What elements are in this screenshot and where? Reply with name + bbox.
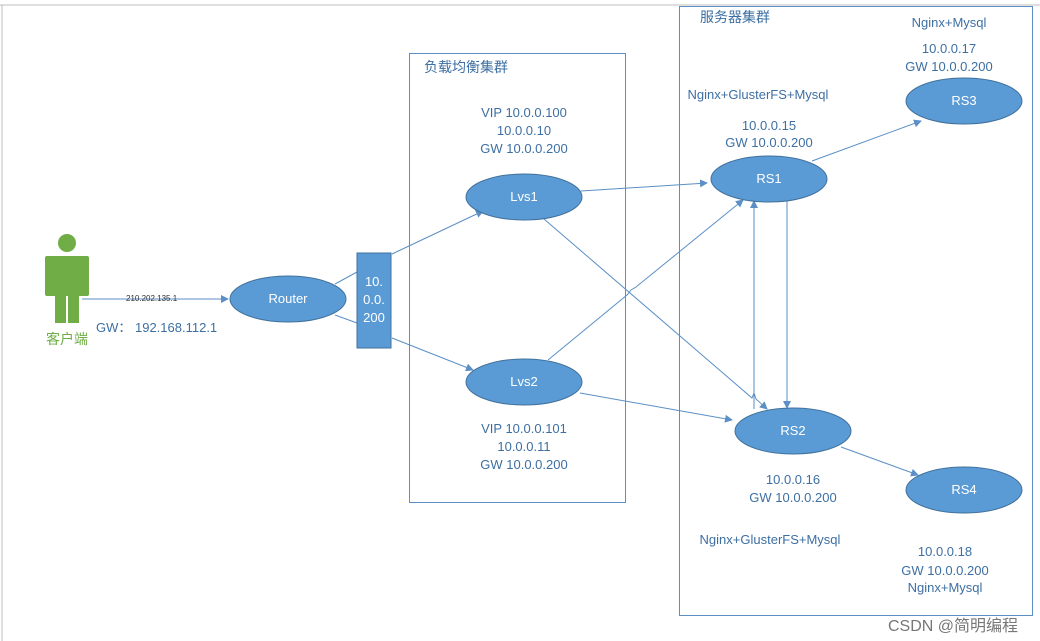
- lvs2-ip: 10.0.0.11: [497, 439, 551, 454]
- rs3-label: RS3: [951, 93, 977, 108]
- router-label: Router: [268, 291, 308, 306]
- edge-rs2-rs4: [840, 446, 919, 477]
- gateway-line3: 200: [363, 310, 385, 325]
- client-link-ip: 210.202.135.1: [126, 294, 178, 303]
- lvs1-node: [465, 173, 583, 221]
- lb-cluster-frame: [409, 53, 626, 503]
- lvs1-vip: VIP 10.0.0.100: [481, 105, 567, 120]
- edge-rs1-rs3: [811, 119, 922, 162]
- rs4-gw: GW 10.0.0.200: [901, 563, 989, 578]
- rs2-service: Nginx+GlusterFS+Mysql: [699, 532, 841, 547]
- lvs2-vip: VIP 10.0.0.101: [481, 421, 567, 436]
- edge-lvs1-rs1: [580, 179, 708, 192]
- gateway-line1: 10.: [364, 274, 384, 289]
- gateway-line2: 0.0.: [363, 292, 385, 307]
- rs1-gw: GW 10.0.0.200: [725, 135, 813, 150]
- rs1-service: Nginx+GlusterFS+Mysql: [687, 87, 829, 102]
- person-icon: [45, 234, 89, 323]
- edge-lvs2-rs1: [547, 199, 744, 361]
- rs3-service: Nginx+Mysql: [911, 15, 987, 30]
- lvs2-label: Lvs2: [510, 374, 538, 389]
- gateway-box-label: 10. 0.0. 200: [357, 273, 391, 327]
- rs3-node: [905, 77, 1023, 125]
- watermark: CSDN @简明编程: [888, 618, 1019, 635]
- rs2-label: RS2: [780, 423, 806, 438]
- rs2-gw: GW 10.0.0.200: [749, 490, 837, 505]
- rs4-node: [905, 466, 1023, 514]
- router-node: [229, 275, 347, 323]
- rs2-ip: 10.0.0.16: [765, 472, 821, 487]
- lvs1-label: Lvs1: [510, 189, 538, 204]
- rs3-ip: 10.0.0.17: [921, 41, 977, 56]
- server-cluster-frame: [679, 6, 1033, 616]
- lvs1-ip: 10.0.0.10: [496, 123, 552, 138]
- rs3-gw: GW 10.0.0.200: [905, 59, 993, 74]
- gateway-box: [356, 252, 392, 349]
- client-gw: GW： 192.168.112.1: [96, 320, 218, 335]
- lvs1-gw: GW 10.0.0.200: [480, 141, 568, 156]
- rs1-node: [710, 155, 828, 203]
- rs1-label: RS1: [756, 171, 782, 186]
- edge-lvs2-rs2: [579, 392, 733, 423]
- server-cluster-title: 服务器集群: [700, 9, 770, 25]
- rs4-label: RS4: [951, 482, 977, 497]
- edge-gw-lvs2: [391, 337, 474, 372]
- edge-router-gw-top: [334, 271, 358, 285]
- lvs2-gw: GW 10.0.0.200: [480, 457, 568, 472]
- client-label: 客户端: [46, 331, 88, 347]
- rs4-service: Nginx+Mysql: [907, 580, 983, 595]
- lb-cluster-title: 负载均衡集群: [424, 59, 508, 75]
- lvs2-node: [465, 358, 583, 406]
- rs4-ip: 10.0.0.18: [917, 544, 973, 559]
- rs2-node: [734, 407, 852, 455]
- edge-gw-lvs1: [391, 210, 484, 255]
- edge-router-gw-bottom: [334, 314, 358, 324]
- rs1-ip: 10.0.0.15: [741, 118, 797, 133]
